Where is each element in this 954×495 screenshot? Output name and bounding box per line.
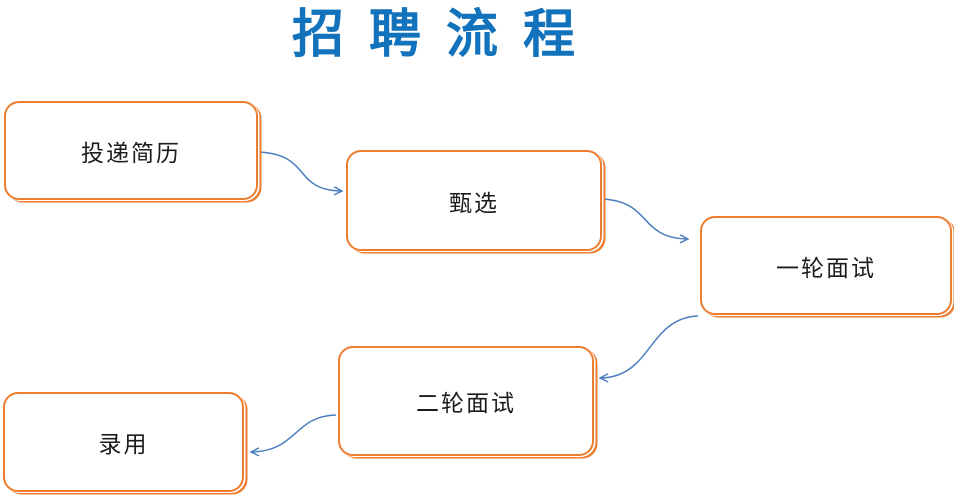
flow-node-label: 录用 [98,432,149,458]
connector-second-interview-to-hired [252,414,337,452]
connector-first-to-second-interview [601,315,699,378]
flow-node-label: 甄选 [449,190,499,217]
connector-screening-to-first-interview [599,198,687,239]
flow-node-second-interview: 二轮面试 [338,346,594,456]
connector-submit-to-screening [255,151,341,191]
flow-node-screening: 甄选 [346,150,602,251]
flow-node-label: 一轮面试 [776,255,876,282]
flow-node-label: 二轮面试 [416,391,516,417]
flow-node-submit-resume: 投递简历 [4,101,258,200]
diagram-title: 招聘流程 [292,5,601,65]
flow-node-label: 投递简历 [81,140,181,167]
flow-node-first-interview: 一轮面试 [700,216,952,315]
flow-node-hired: 录用 [3,392,244,492]
